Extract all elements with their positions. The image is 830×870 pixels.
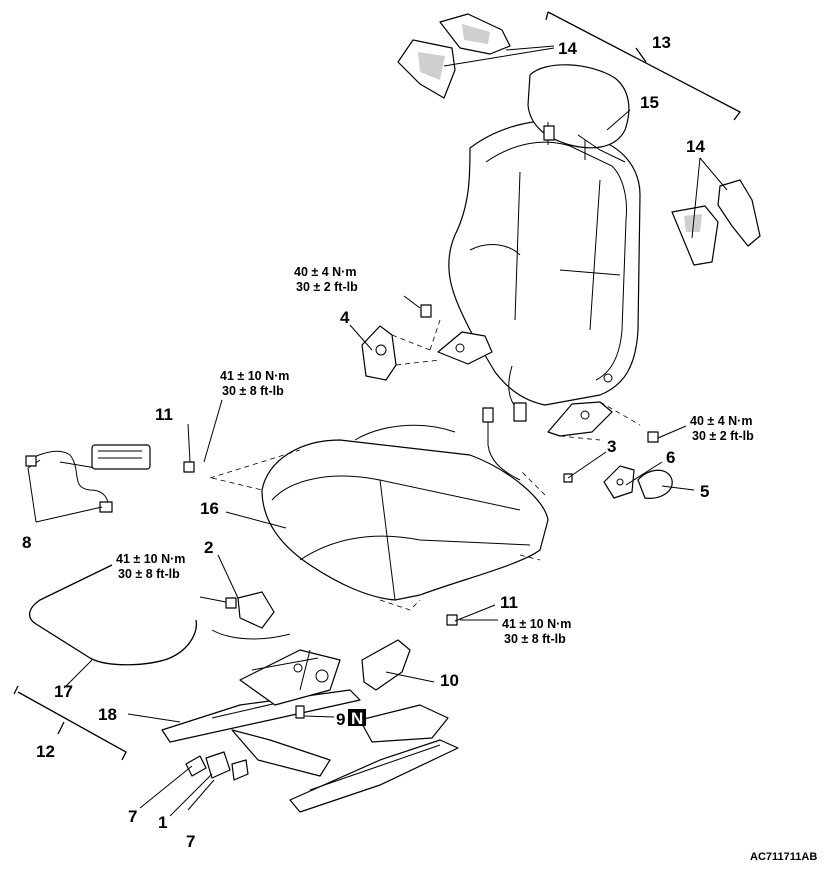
callout-7b: 7 (186, 832, 195, 851)
recliner-bracket-left (361, 325, 493, 381)
callout-11b: 11 (500, 593, 518, 612)
torque-cushion-left-ftlb: 30 ± 8 ft-lb (222, 384, 284, 398)
torque-recliner-upper-ftlb: 30 ± 2 ft-lb (296, 280, 358, 294)
callout-15: 15 (640, 93, 659, 112)
callout-16: 16 (200, 499, 219, 518)
torque-recliner-upper-nm: 40 ± 4 N·m (294, 265, 356, 279)
callout-3: 3 (607, 437, 616, 456)
recliner-bracket-right (547, 401, 613, 437)
new-part-box (348, 709, 366, 726)
callout-4: 4 (340, 308, 350, 327)
callout-1: 1 (158, 813, 167, 832)
torque-cushion-front-nm: 41 ± 10 N·m (502, 617, 571, 631)
slide-adjuster-parts (185, 751, 249, 781)
callout-17: 17 (54, 682, 73, 701)
callout-6: 6 (666, 448, 675, 467)
callout-11a: 11 (155, 405, 173, 424)
callout-5: 5 (700, 482, 709, 501)
callouts: 1 2 3 4 5 6 7 7 8 9 10 11 11 12 13 14 14… (22, 33, 709, 851)
torque-recliner-right-nm: 40 ± 4 N·m (690, 414, 752, 428)
callout-13: 13 (652, 33, 671, 52)
frame-wire (29, 564, 198, 666)
torque-cushion-left-nm: 41 ± 10 N·m (220, 369, 289, 383)
group-bracket-12 (13, 685, 127, 761)
callout-7a: 7 (128, 807, 137, 826)
headrest (527, 64, 630, 163)
group-bracket-13 (545, 11, 741, 121)
callout-9: 9 (336, 710, 345, 729)
seat-cushion (261, 424, 549, 601)
seat-slide-frame (161, 649, 459, 813)
seatbelt-buckle (211, 591, 291, 640)
figure-code: AC711711AB (750, 851, 817, 863)
torque-buckle-nm: 41 ± 10 N·m (116, 552, 185, 566)
callout-2: 2 (204, 538, 213, 557)
torque-cushion-front-ftlb: 30 ± 8 ft-lb (504, 632, 566, 646)
torque-specs: 40 ± 4 N·m 30 ± 2 ft-lb 40 ± 4 N·m 30 ± … (116, 265, 754, 646)
callout-18: 18 (98, 705, 117, 724)
recliner-cover-upper (397, 13, 511, 99)
torque-recliner-right-ftlb: 30 ± 2 ft-lb (692, 429, 754, 443)
callout-10: 10 (440, 671, 459, 690)
side-cover (603, 465, 673, 499)
callout-8: 8 (22, 533, 31, 552)
callout-14a: 14 (558, 39, 577, 58)
callout-12: 12 (36, 742, 55, 761)
new-part-mark: N (351, 709, 363, 728)
slide-cover (361, 639, 411, 691)
wiring-harness (25, 444, 151, 513)
leader-lines (27, 45, 728, 817)
seatback-assembly (448, 120, 641, 406)
recliner-cover-right (671, 179, 761, 266)
callout-14b: 14 (686, 137, 705, 156)
torque-buckle-ftlb: 30 ± 8 ft-lb (118, 567, 180, 581)
